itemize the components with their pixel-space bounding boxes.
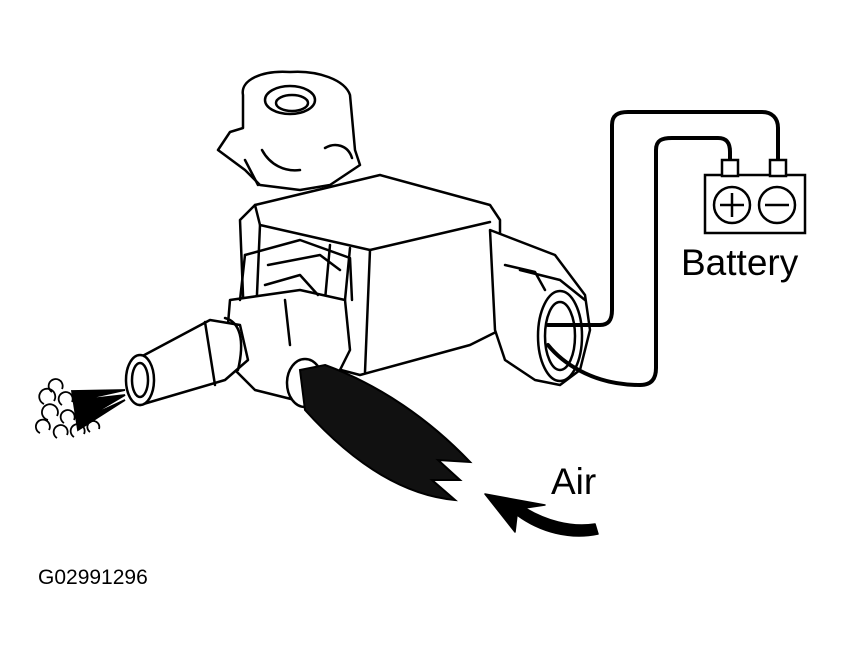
- negative-wire: [546, 136, 732, 387]
- mounting-bracket: [216, 70, 362, 192]
- positive-wire: [546, 110, 780, 327]
- air-hose: [298, 363, 473, 502]
- spray-cloud-icon: [34, 378, 126, 439]
- battery-label: Battery: [681, 242, 799, 283]
- figure-id: G02991296: [38, 566, 148, 589]
- air-inflow-arrow-icon: [484, 493, 599, 537]
- output-port: [124, 316, 250, 407]
- electrical-connector: [488, 228, 592, 387]
- air-label: Air: [551, 461, 597, 502]
- battery: [703, 158, 807, 235]
